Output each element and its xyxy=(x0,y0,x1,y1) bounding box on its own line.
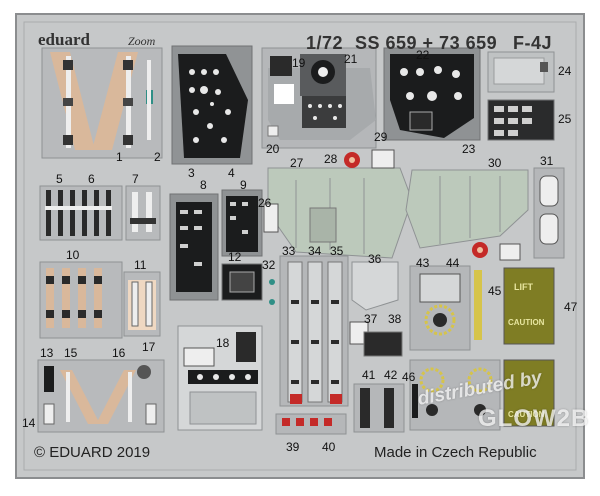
part-number: 35 xyxy=(330,244,344,258)
fret-inner-frame xyxy=(23,21,577,471)
part-30-sidewall xyxy=(405,169,529,249)
part-number: 21 xyxy=(344,52,358,66)
part-number: 9 xyxy=(240,178,247,192)
part-21-center-console xyxy=(261,47,377,149)
part-36-panel xyxy=(351,261,399,311)
part-number: 11 xyxy=(134,258,147,272)
part-number: 38 xyxy=(388,312,402,326)
set-code-label: SS 659 + 73 659 xyxy=(355,33,498,53)
part-8-console xyxy=(169,193,219,301)
scale-label: 1/72 xyxy=(306,33,344,53)
part-number: 20 xyxy=(266,142,280,156)
part-22-right-panel xyxy=(383,47,481,141)
part-number: 8 xyxy=(200,178,207,192)
part-number: 43 xyxy=(416,256,430,270)
part-43-ejection-handle xyxy=(409,265,482,351)
part-number: 27 xyxy=(290,156,304,170)
part-18-panel xyxy=(177,325,263,431)
part-33-35-strips xyxy=(279,255,349,407)
part-number: 42 xyxy=(384,368,398,382)
part-12-box xyxy=(221,263,263,301)
part-28-red-dial xyxy=(344,152,488,258)
part-number: 17 xyxy=(142,340,156,354)
part-number: 26 xyxy=(258,196,272,210)
part-7-belts xyxy=(125,185,161,241)
part-31-strap xyxy=(533,167,565,259)
part-27-sidewall xyxy=(267,167,413,259)
part-number: 30 xyxy=(488,156,502,170)
part-number: 25 xyxy=(558,112,572,126)
placard-caution-1: CAUTION xyxy=(508,318,545,327)
part-number: 3 xyxy=(188,166,195,180)
part-44-rings xyxy=(409,359,501,431)
part-number: 39 xyxy=(286,440,300,454)
part-25-side-panel xyxy=(487,99,555,141)
part-32-pins xyxy=(269,279,275,305)
part-number: 36 xyxy=(368,252,382,266)
model-label: F-4J xyxy=(513,33,553,53)
part-number: 34 xyxy=(308,244,322,258)
part-29-bracket xyxy=(371,149,521,261)
part-24-side-panel xyxy=(487,51,555,93)
part-5-belts xyxy=(39,185,123,241)
part-3-instrument-panel xyxy=(171,45,253,165)
part-number: 47 xyxy=(564,300,578,314)
part-9-console xyxy=(221,189,263,257)
part-number: 23 xyxy=(462,142,476,156)
part-10-harness xyxy=(39,261,123,339)
origin-text: Made in Czech Republic xyxy=(374,444,537,461)
part-number: 33 xyxy=(282,244,296,258)
copyright-text: © EDUARD 2019 xyxy=(34,444,151,461)
placard-lift: LIFT xyxy=(514,282,533,292)
part-number: 6 xyxy=(88,172,95,186)
part-number: 22 xyxy=(416,48,430,62)
part-number: 7 xyxy=(132,172,139,186)
part-number: 15 xyxy=(64,346,78,360)
distributor-watermark-logo: GLOW2B xyxy=(478,405,590,432)
part-47-placards xyxy=(503,267,555,427)
part-13-17-harness xyxy=(37,359,165,433)
part-number: 16 xyxy=(112,346,126,360)
part-41-42-strips xyxy=(353,383,405,433)
part-number: 14 xyxy=(22,416,36,430)
part-number: 13 xyxy=(40,346,54,360)
part-number: 41 xyxy=(362,368,376,382)
part-number: 10 xyxy=(66,248,80,262)
part-number: 4 xyxy=(228,166,235,180)
part-number: 29 xyxy=(374,130,388,144)
part-number: 32 xyxy=(262,258,276,272)
part-number: 44 xyxy=(446,256,460,270)
part-number: 40 xyxy=(322,440,336,454)
part-number: 1 xyxy=(116,150,123,164)
part-number: 37 xyxy=(364,312,378,326)
part-number: 19 xyxy=(292,56,306,70)
part-number: 31 xyxy=(540,154,554,168)
brand-logo-text: eduard xyxy=(38,30,90,49)
part-number: 2 xyxy=(154,150,161,164)
part-number: 18 xyxy=(216,336,230,350)
part-39-40-tabs xyxy=(275,413,347,435)
part-number: 45 xyxy=(488,284,502,298)
zoom-tag: Zoom xyxy=(128,34,156,48)
part-1-harness xyxy=(41,47,163,159)
part-number: 28 xyxy=(324,152,338,166)
part-number: 5 xyxy=(56,172,63,186)
part-37-38-panels xyxy=(349,321,403,357)
part-number: 24 xyxy=(558,64,572,78)
part-11-harness xyxy=(123,271,161,337)
part-number: 46 xyxy=(402,370,416,384)
placard-caution-2: CAUTION xyxy=(508,410,545,419)
part-26-lever xyxy=(263,203,279,233)
part-number: 12 xyxy=(228,250,242,264)
